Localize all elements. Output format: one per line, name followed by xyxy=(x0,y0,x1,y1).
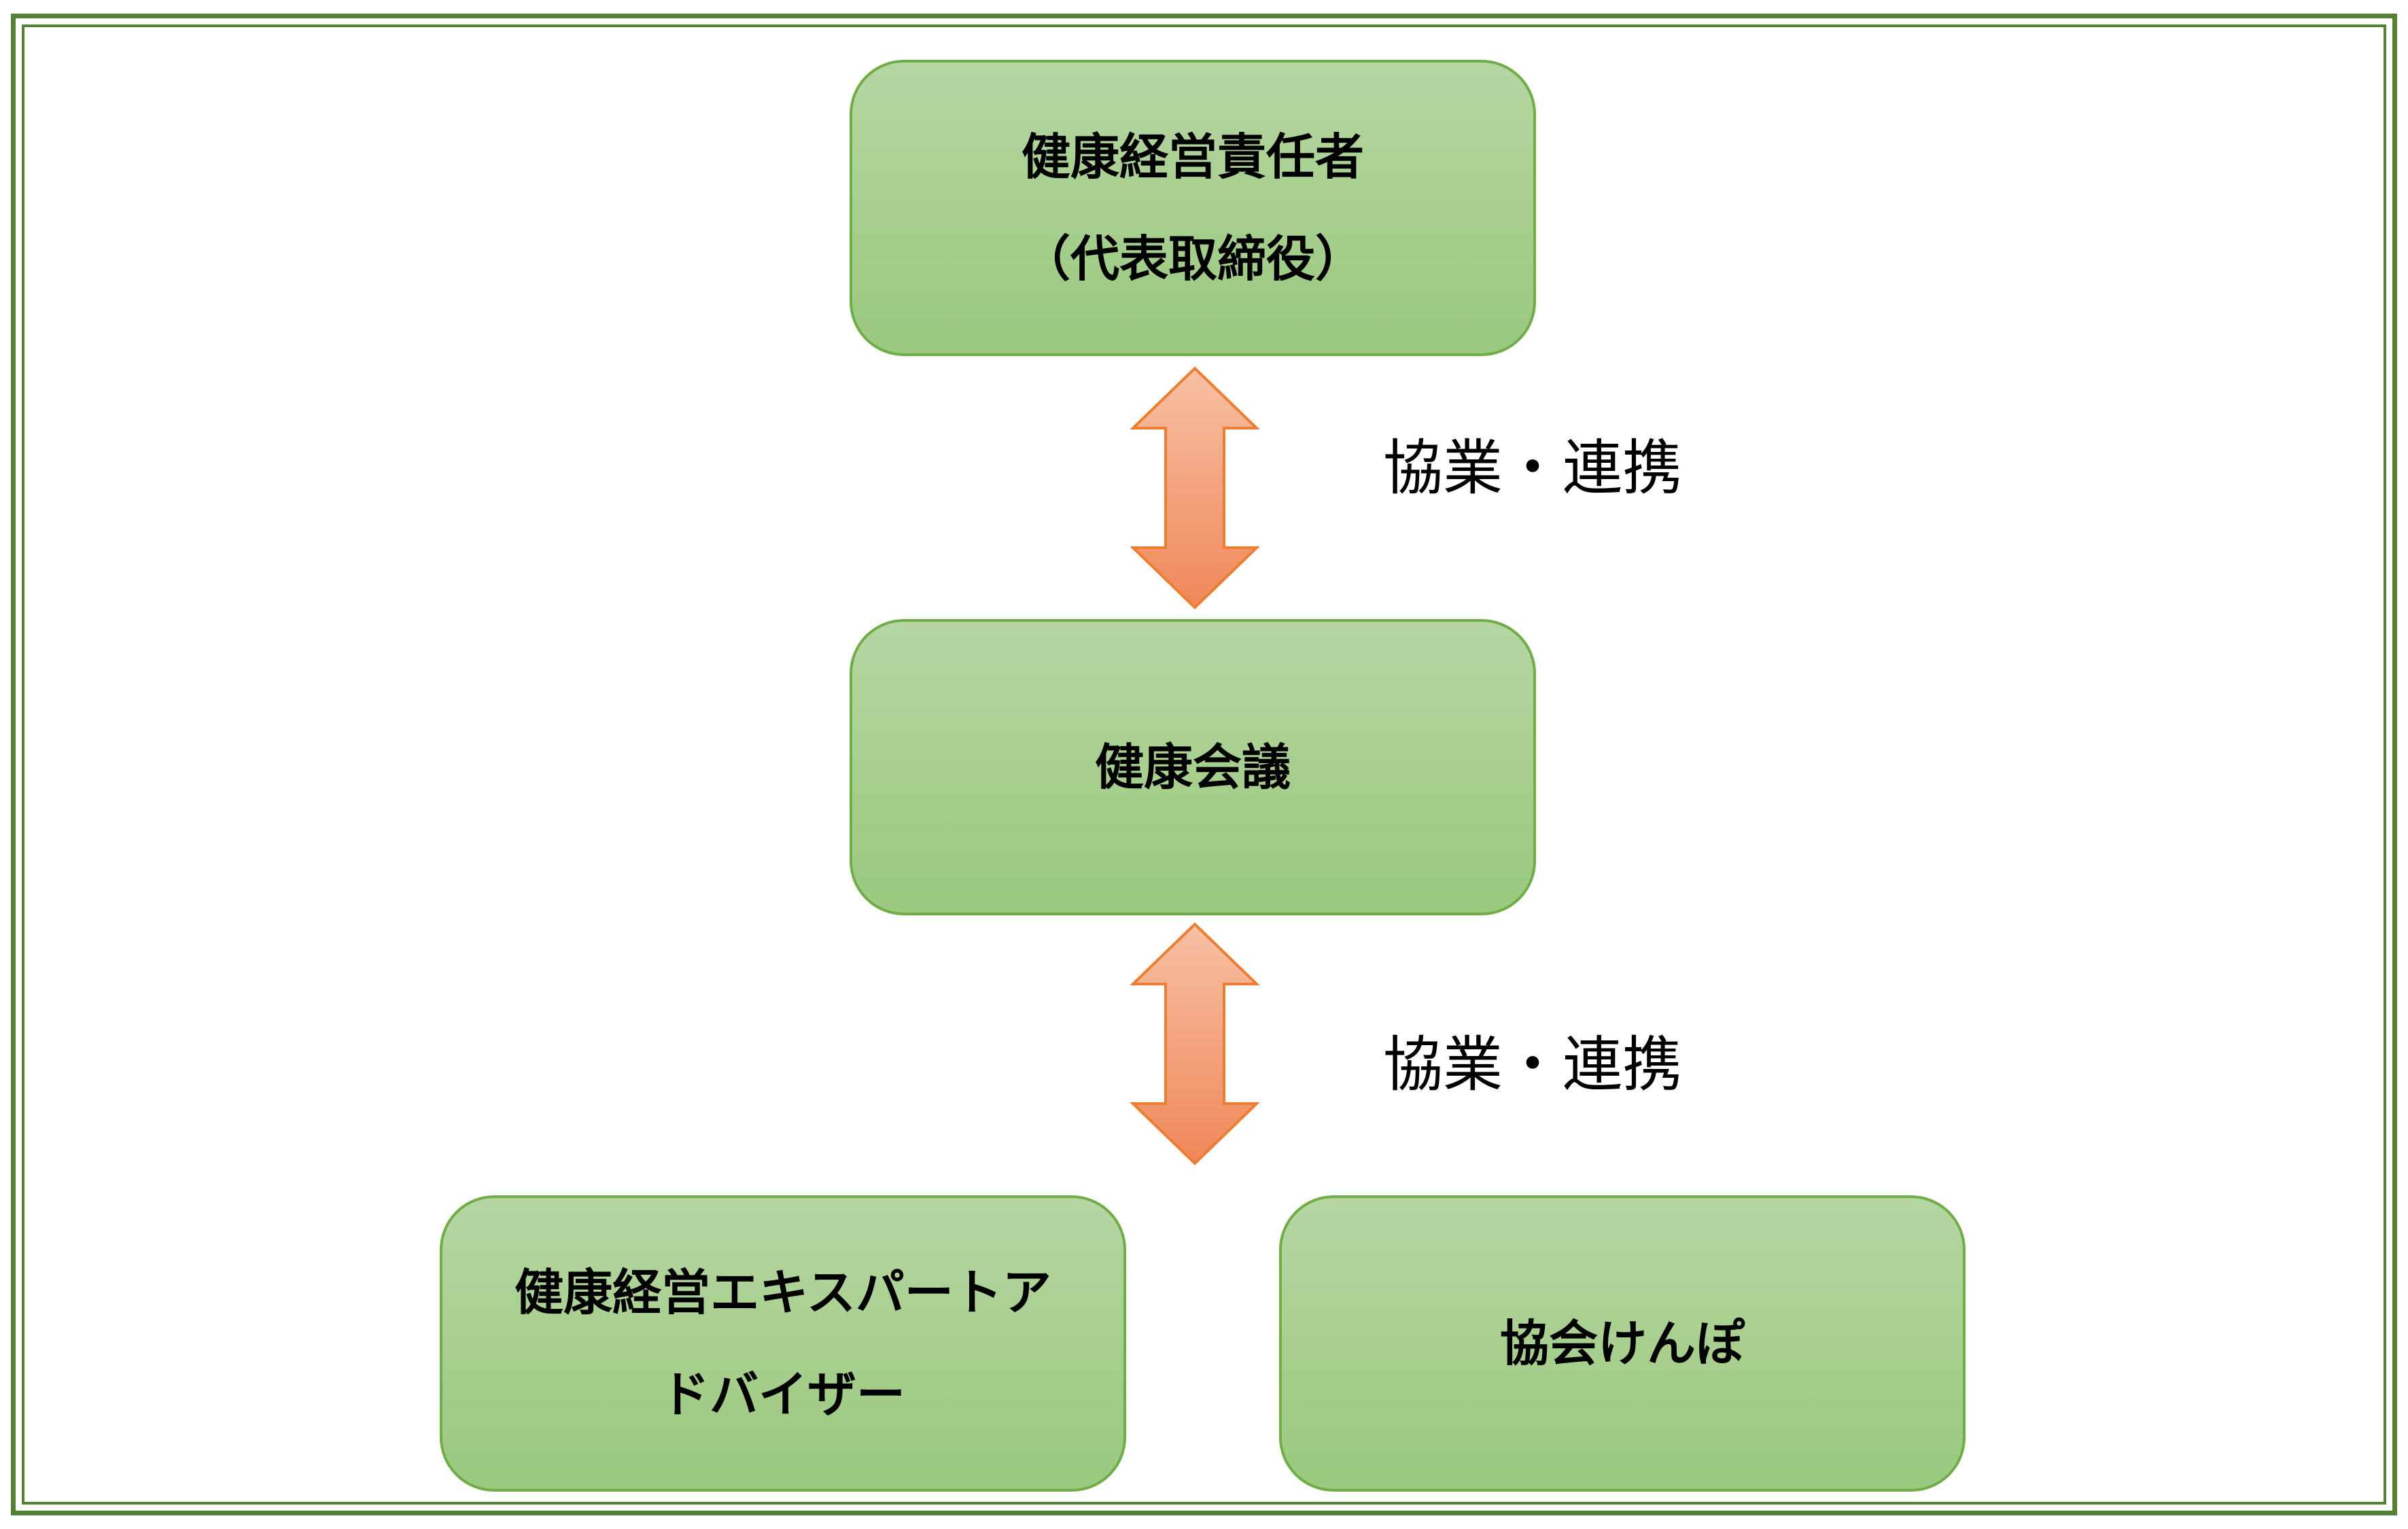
node-meeting-line1: 健康会議 xyxy=(1094,738,1291,796)
diagram-outer-frame xyxy=(11,14,2397,1515)
node-health-meeting: 健康会議 xyxy=(850,619,1536,915)
connector-label-bottom: 協業・連携 xyxy=(1383,1030,1683,1100)
node-advisor-line1: 健康経営エキスパートア xyxy=(514,1263,1051,1321)
node-health-management-officer: 健康経営責任者 （代表取締役） xyxy=(850,60,1536,356)
double-arrow-icon xyxy=(1130,922,1259,1165)
node-kyokai-line1: 協会けんぽ xyxy=(1499,1314,1745,1372)
node-health-management-expert-advisor: 健康経営エキスパートア ドバイザー xyxy=(440,1195,1126,1492)
node-kyokai-kenpo: 協会けんぽ xyxy=(1279,1195,1966,1492)
node-advisor-line2: ドバイザー xyxy=(660,1365,905,1423)
node-ceo-line2: （代表取締役） xyxy=(1021,230,1364,287)
node-ceo-line1: 健康経営責任者 xyxy=(1021,128,1364,186)
connector-label-top: 協業・連携 xyxy=(1383,433,1683,503)
diagram-inner-frame xyxy=(22,24,2386,1505)
double-arrow-icon xyxy=(1130,366,1259,610)
